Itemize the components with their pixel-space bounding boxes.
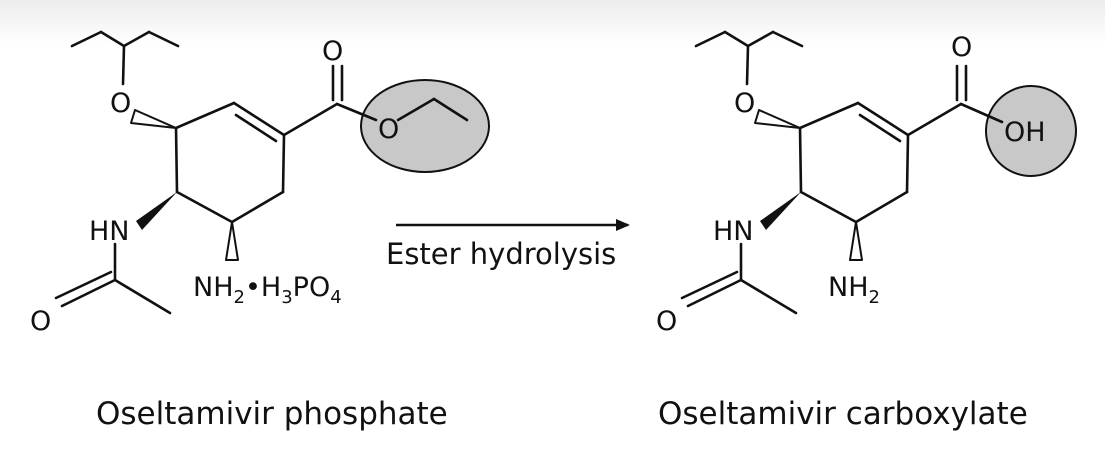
product-pentyl-chain xyxy=(694,30,804,129)
product-carboxyl xyxy=(906,64,1004,137)
hydroxyl-highlight xyxy=(985,85,1077,177)
product-molecule: O O OH HN O NH2 xyxy=(656,30,1077,337)
reactant-amide-oxygen: O xyxy=(30,306,51,337)
amine-wedge xyxy=(225,221,239,261)
product-acetamide xyxy=(680,192,801,315)
reactant-caption: Oseltamivir phosphate xyxy=(96,396,448,432)
reaction-label: Ester hydrolysis xyxy=(386,237,616,271)
reactant-molecule: O O O HN O NH2•H3PO4 xyxy=(30,30,490,337)
product-amine-wedge xyxy=(849,221,863,261)
reactant-ester xyxy=(282,64,469,137)
product-amide-oxygen: O xyxy=(656,306,677,337)
product-amine: NH2 xyxy=(828,272,880,308)
reactant-ring xyxy=(174,101,286,224)
reactant-pentyl-chain xyxy=(70,30,180,129)
reactant-ether-oxygen: O xyxy=(110,88,131,119)
product-amide-nh: HN xyxy=(713,216,754,247)
product-carbonyl-oxygen: O xyxy=(951,32,972,63)
product-hydroxyl: OH xyxy=(1004,117,1046,148)
ester-highlight xyxy=(360,79,490,173)
reactant-acetamide xyxy=(54,192,177,315)
reactant-ester-oxygen: O xyxy=(378,114,399,145)
reactant-amine-salt: NH2•H3PO4 xyxy=(193,272,342,308)
product-caption: Oseltamivir carboxylate xyxy=(658,396,1028,432)
product-ether-oxygen: O xyxy=(734,88,755,119)
reaction-arrow: Ester hydrolysis xyxy=(386,219,630,271)
reactant-carbonyl-oxygen: O xyxy=(322,36,343,67)
reactant-amide-nh: HN xyxy=(89,216,130,247)
product-ring xyxy=(798,101,910,224)
